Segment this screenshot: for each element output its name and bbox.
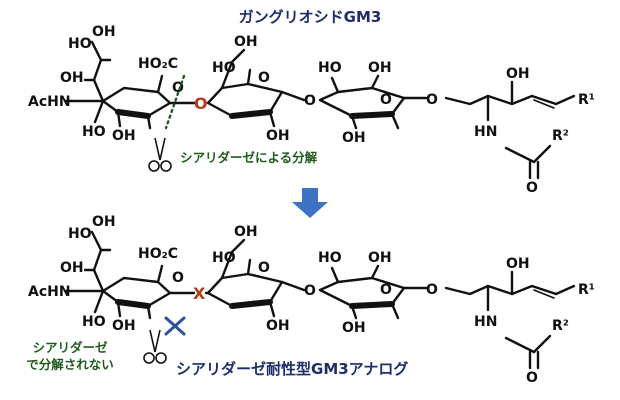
atom-label: HO <box>318 60 342 76</box>
atom-label: OH <box>342 130 366 146</box>
gm3-analog-structure: OH HO OH AcHN HO OH HO₂C O OH HO O OH O … <box>26 214 595 386</box>
atom-label: OH <box>92 24 116 40</box>
atom-label: HO <box>318 250 342 266</box>
atom-label: O <box>304 93 316 109</box>
atom-label: OH <box>266 128 290 144</box>
blue-cross-icon <box>164 316 186 336</box>
atom-label: HO <box>212 250 236 266</box>
resist-label-line2: で分解されない <box>26 357 114 372</box>
atom-label: HO <box>82 314 106 330</box>
atom-label: R¹ <box>578 92 595 108</box>
down-arrow-icon <box>292 188 328 218</box>
atom-label: HO <box>68 226 92 242</box>
atom-label: OH <box>368 60 392 76</box>
atom-label: OH <box>342 320 366 336</box>
resist-label-line1: シアリダーゼ <box>32 340 108 355</box>
atom-label: O <box>380 92 392 108</box>
atom-label: O <box>380 282 392 298</box>
atom-label: HN <box>474 314 497 330</box>
atom-label: HO <box>68 36 92 52</box>
cleavage-line <box>164 74 186 130</box>
atom-label: OH <box>92 214 116 230</box>
atom-label: O <box>426 282 438 298</box>
atom-label: OH <box>60 70 84 86</box>
atom-label: R² <box>552 318 569 334</box>
title-analog: シアリダーゼ耐性型GM3アナログ <box>176 360 408 378</box>
atom-label: R² <box>552 128 569 144</box>
atom-label: OH <box>60 260 84 276</box>
scissors-icon <box>148 137 172 172</box>
atom-label: OH <box>506 256 530 272</box>
atom-label: OH <box>234 224 258 240</box>
atom-label: OH <box>234 34 258 50</box>
atom-label: OH <box>112 318 136 334</box>
atom-label: R¹ <box>578 282 595 298</box>
gm3-structure: ガングリオシドGM3 OH HO OH AcHN HO OH HO₂C O OH… <box>28 8 595 196</box>
atom-label: AcHN <box>28 284 71 300</box>
atom-label: AcHN <box>28 94 71 110</box>
atom-label: OH <box>368 250 392 266</box>
atom-label: OH <box>112 128 136 144</box>
atom-label: O <box>526 180 538 196</box>
atom-label: O <box>258 70 270 86</box>
atom-label: O <box>426 92 438 108</box>
glycosidic-oxygen: O <box>194 94 208 113</box>
cleavage-label: シアリダーゼによる分解 <box>180 150 318 165</box>
atom-label: O <box>258 260 270 276</box>
scissors-icon <box>143 329 167 364</box>
atom-label: HO₂C <box>138 56 178 72</box>
atom-label: O <box>304 283 316 299</box>
atom-label: OH <box>506 66 530 82</box>
atom-label: HO <box>82 124 106 140</box>
replaced-linkage: X <box>193 284 206 303</box>
atom-label: HO <box>212 60 236 76</box>
atom-label: OH <box>266 318 290 334</box>
atom-label: O <box>172 270 184 286</box>
atom-label: O <box>526 370 538 386</box>
atom-label: HN <box>474 124 497 140</box>
atom-label: HO₂C <box>138 246 178 262</box>
title-gm3: ガングリオシドGM3 <box>239 8 382 26</box>
